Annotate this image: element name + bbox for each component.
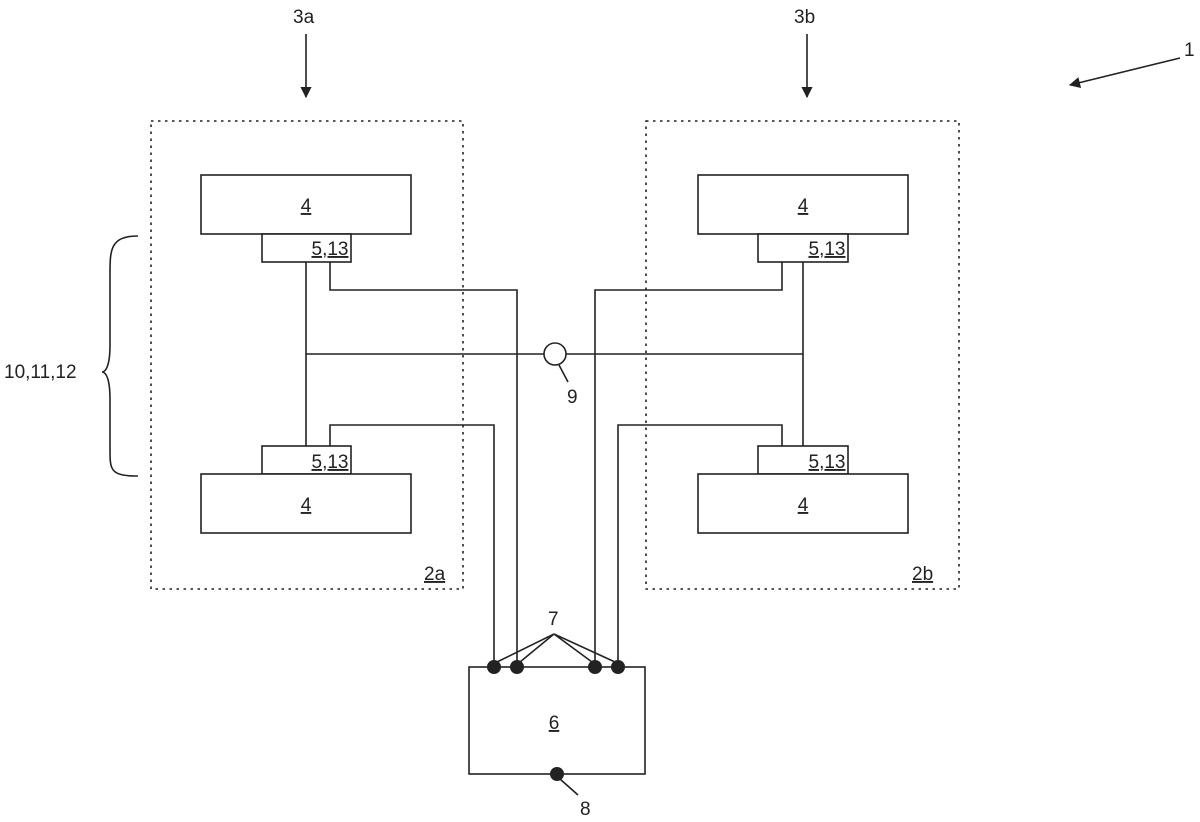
connector-leader [519, 633, 555, 663]
connector-dot [510, 660, 524, 674]
junction-circle [543, 342, 567, 366]
label-sensor-top-left: 5,13 [312, 239, 349, 260]
label-unit-top-left: 4 [301, 196, 312, 217]
brace [101, 235, 139, 477]
label-connectors: 7 [548, 609, 559, 630]
unit-bottom-left [200, 473, 412, 534]
frame-2b [645, 120, 960, 590]
connector-leader [496, 633, 555, 663]
sensor-bottom-right [757, 445, 849, 475]
junction-leader [558, 364, 569, 383]
label-arrow-3a: 3a [293, 7, 315, 28]
wire-right-top-sensor [594, 262, 783, 667]
wire-left-bottom-sensor [329, 424, 495, 667]
controller-box [468, 666, 646, 775]
connector-leader [553, 633, 616, 663]
sensor-top-left [261, 233, 352, 263]
label-frame-2b: 2b [912, 564, 933, 585]
label-sensor-top-right: 5,13 [809, 239, 846, 260]
label-sensor-bottom-right: 5,13 [809, 452, 846, 473]
wire-right-bottom-sensor [617, 424, 783, 667]
label-output: 8 [580, 799, 591, 820]
output-dot [550, 767, 564, 781]
connector-dot [611, 660, 625, 674]
connector-dot [588, 660, 602, 674]
label-arrow-3b: 3b [794, 7, 815, 28]
sensor-top-right [757, 233, 849, 263]
label-controller: 6 [549, 713, 560, 734]
label-frame-2a: 2a [424, 564, 446, 585]
label-brace: 10,11,12 [4, 362, 77, 383]
label-unit-bottom-left: 4 [301, 495, 312, 516]
label-unit-bottom-right: 4 [798, 495, 809, 516]
system-pointer-arrow [1068, 57, 1181, 89]
output-leader [559, 778, 579, 796]
unit-top-right [697, 174, 909, 235]
label-system: 1 [1184, 40, 1195, 61]
label-sensor-bottom-left: 5,13 [312, 452, 349, 473]
frame-2a [150, 120, 464, 590]
label-junction: 9 [567, 387, 578, 408]
unit-bottom-right [697, 473, 909, 534]
connector-leader [553, 633, 593, 663]
label-unit-top-right: 4 [798, 196, 809, 217]
connector-dot [487, 660, 501, 674]
wire-left-top-sensor [329, 262, 518, 667]
